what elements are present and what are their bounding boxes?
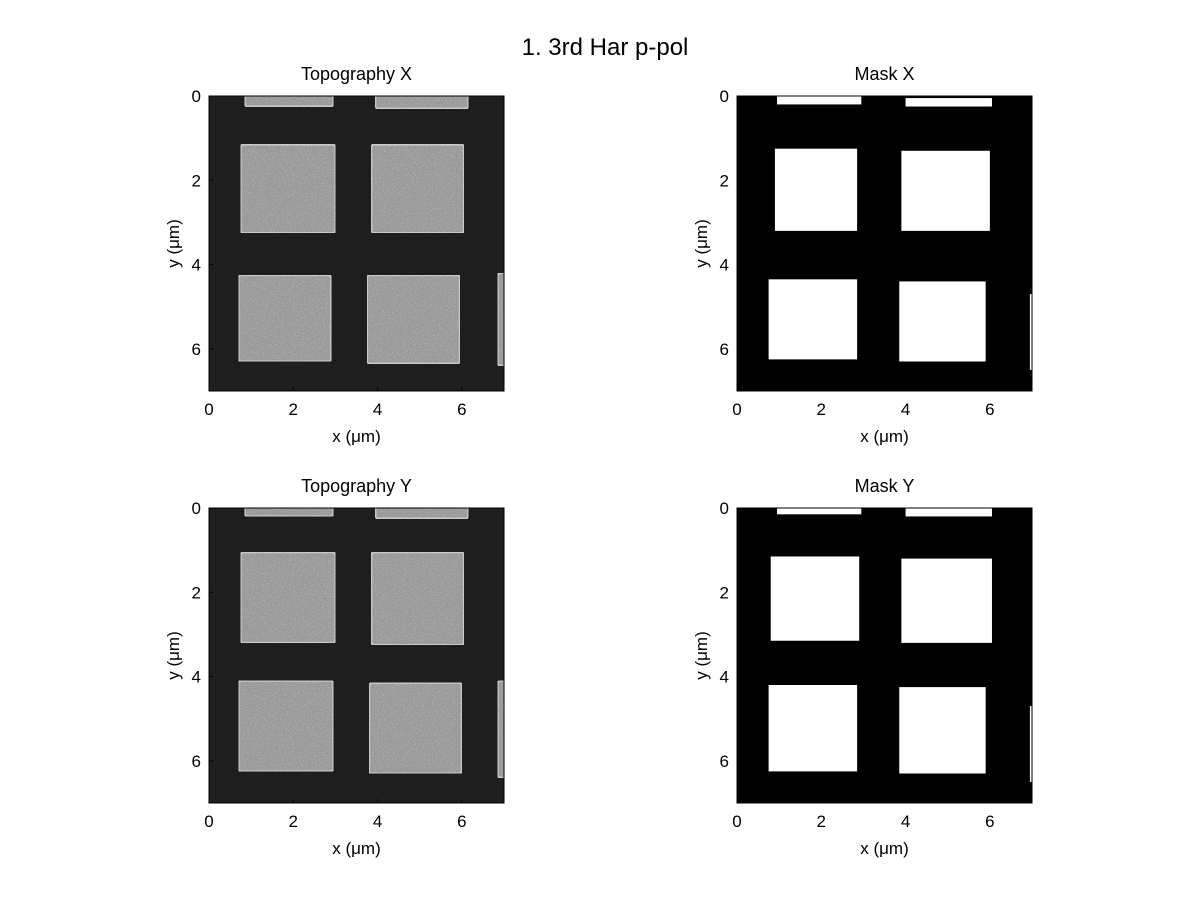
topography-x-xtick-label: 4 [373,400,382,419]
topography-x-xtick-label: 0 [204,400,213,419]
mask-y-square-7 [1029,706,1032,782]
topography-x-panel: Topography X 0 2 4 6 0 2 4 6 x (μm) y (μm) [164,64,505,446]
mask-y-square-1 [777,508,862,515]
topography-y-xlabel: x (μm) [332,839,381,858]
topography-x-ylabel: y (μm) [164,219,183,268]
topography-y-panel: Topography Y 0 2 4 6 0 2 4 6 x (μm) y (μm) [164,476,505,858]
mask-y-axes-frame [736,507,1033,804]
mask-y-square-5 [768,685,858,772]
mask-y-xtick-label: 0 [732,812,741,831]
mask-y-square-3 [770,556,860,641]
topography-x-square-7 [496,272,504,367]
mask-x-square-5 [768,279,858,360]
topography-y-axes-frame [208,507,505,804]
topography-y-ylabel: y (μm) [164,631,183,680]
topography-y-square-5 [237,679,335,773]
topography-x-square-2 [374,96,470,110]
mask-y-xtick-label: 4 [901,812,910,831]
mask-x-xtick-label: 4 [901,400,910,419]
mask-x-ylabel: y (μm) [692,219,711,268]
figure-title: 1. 3rd Har p-pol [522,34,689,61]
topography-x-square-3 [239,143,337,234]
mask-x-squares [768,96,1032,370]
topography-x-xlabel: x (μm) [332,427,381,446]
mask-x-xtick-label: 2 [817,400,826,419]
topography-x-ytick-label: 4 [192,256,201,275]
topography-x-axes-frame [208,95,505,392]
mask-x-xtick-label: 6 [985,400,994,419]
mask-y-square-2 [905,508,992,517]
mask-y-ytick-label: 6 [720,752,729,771]
mask-x-square-1 [777,96,862,105]
mask-x-axes-frame [736,95,1033,392]
mask-y-title: Mask Y [855,476,915,496]
mask-x-ytick-label: 6 [720,340,729,359]
topography-x-title: Topography X [301,64,412,84]
mask-y-square-4 [901,558,992,643]
subplot-grid: Topography X 0 2 4 6 0 2 4 6 x (μm) y (μm) Mask X 0 2… [164,64,1033,858]
mask-y-xtick-label: 6 [985,812,994,831]
topography-y-ytick-label: 4 [192,668,201,687]
mask-x-square-4 [901,150,990,231]
topography-x-square-6 [366,274,461,365]
topography-y-square-3 [239,551,337,644]
topography-y-square-6 [368,681,463,775]
mask-y-xlabel: x (μm) [860,839,909,858]
topography-y-square-2 [374,508,470,520]
mask-x-ytick-label: 4 [720,256,729,275]
topography-y-ytick-label: 0 [192,499,201,518]
mask-x-panel: Mask X 0 2 4 6 0 2 4 6 x (μm) y (μm) [692,64,1033,446]
topography-x-square-1 [243,96,335,108]
mask-y-panel: Mask Y 0 2 4 6 0 2 4 6 x (μm) y (μm) [692,476,1033,858]
topography-y-title: Topography Y [301,476,412,496]
topography-y-ytick-label: 2 [192,583,201,602]
mask-y-xtick-label: 2 [817,812,826,831]
topography-x-square-4 [370,143,465,234]
mask-x-ytick-label: 2 [720,171,729,190]
mask-x-ytick-label: 0 [720,87,729,106]
topography-y-squares [237,508,504,779]
mask-x-square-6 [899,281,986,362]
mask-x-xtick-label: 0 [732,400,741,419]
mask-y-square-6 [899,687,986,774]
mask-x-square-7 [1029,294,1032,370]
topography-y-ytick-label: 6 [192,752,201,771]
mask-y-squares [768,508,1032,782]
topography-y-square-7 [496,679,504,779]
topography-y-xtick-label: 0 [204,812,213,831]
mask-x-square-2 [905,98,992,107]
mask-y-ytick-label: 0 [720,499,729,518]
topography-y-xtick-label: 4 [373,812,382,831]
topography-x-ytick-label: 0 [192,87,201,106]
topography-x-ytick-label: 2 [192,171,201,190]
mask-x-title: Mask X [854,64,914,84]
topography-x-ytick-label: 6 [192,340,201,359]
topography-y-xtick-label: 2 [289,812,298,831]
topography-x-xtick-label: 6 [457,400,466,419]
topography-x-squares [237,96,504,367]
mask-y-ylabel: y (μm) [692,631,711,680]
mask-y-ytick-label: 2 [720,583,729,602]
topography-x-square-5 [237,274,333,363]
mask-y-ytick-label: 4 [720,668,729,687]
mask-x-square-3 [774,148,858,231]
topography-y-xtick-label: 6 [457,812,466,831]
mask-x-xlabel: x (μm) [860,427,909,446]
topography-y-square-4 [370,551,465,646]
topography-x-xtick-label: 2 [289,400,298,419]
